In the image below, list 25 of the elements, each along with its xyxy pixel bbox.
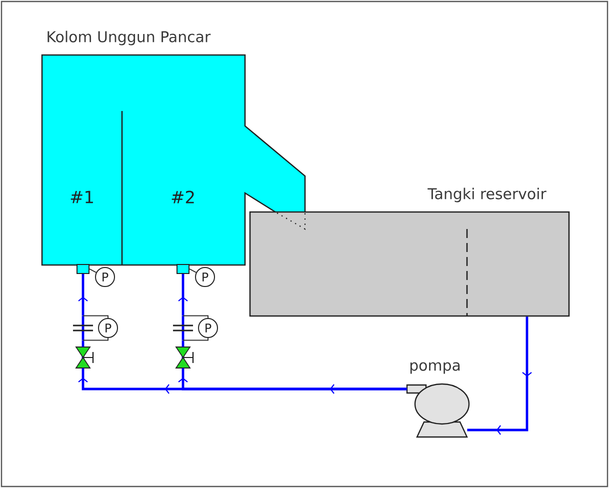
pressure-gauge: P	[198, 318, 218, 338]
sensing-line	[182, 338, 208, 341]
pipe	[78, 274, 88, 316]
tank-label: Tangki reservoir	[428, 188, 546, 202]
nozzle	[76, 264, 90, 274]
pressure-gauge: P	[195, 267, 215, 287]
pipe	[182, 340, 184, 347]
compartment-label: #1	[70, 190, 93, 204]
sensing-line	[189, 268, 197, 273]
pipe	[178, 368, 407, 394]
sensing-line	[82, 338, 108, 341]
orifice-plate	[73, 316, 93, 340]
orifice-plate	[173, 316, 193, 340]
pump-label: pompa	[410, 362, 460, 374]
pipe	[178, 274, 188, 316]
sensing-line	[182, 315, 208, 318]
compartment-label: #2	[172, 190, 194, 204]
sensing-line	[89, 268, 97, 273]
pipe	[82, 340, 84, 347]
sensing-line	[82, 315, 108, 318]
pressure-gauge: P	[95, 267, 115, 287]
pressure-gauge: P	[98, 318, 118, 338]
pipe	[467, 316, 532, 435]
column-label: Kolom Unggun Pancar	[48, 30, 211, 46]
nozzle	[176, 264, 190, 274]
